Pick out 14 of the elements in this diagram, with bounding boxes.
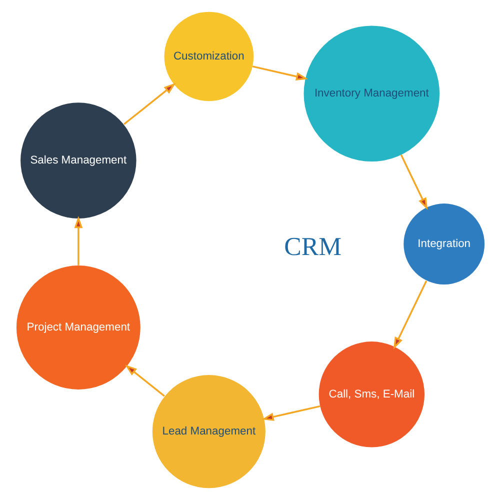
node-circle: Integration (403, 204, 484, 284)
node-circle: Sales Management (20, 102, 136, 218)
node-circle: Call, Sms, E-Mail (318, 342, 424, 448)
arrow (123, 82, 176, 125)
arrow (252, 66, 308, 81)
arrow (124, 364, 164, 397)
label: CRM (284, 232, 342, 261)
node-circle: Inventory Management (303, 26, 440, 162)
arrow (261, 405, 320, 421)
arrow (392, 280, 427, 350)
node-circle: Project Management (16, 266, 140, 390)
node-circle: Lead Management (152, 375, 265, 488)
arrow (400, 154, 428, 210)
arrow (74, 216, 82, 266)
